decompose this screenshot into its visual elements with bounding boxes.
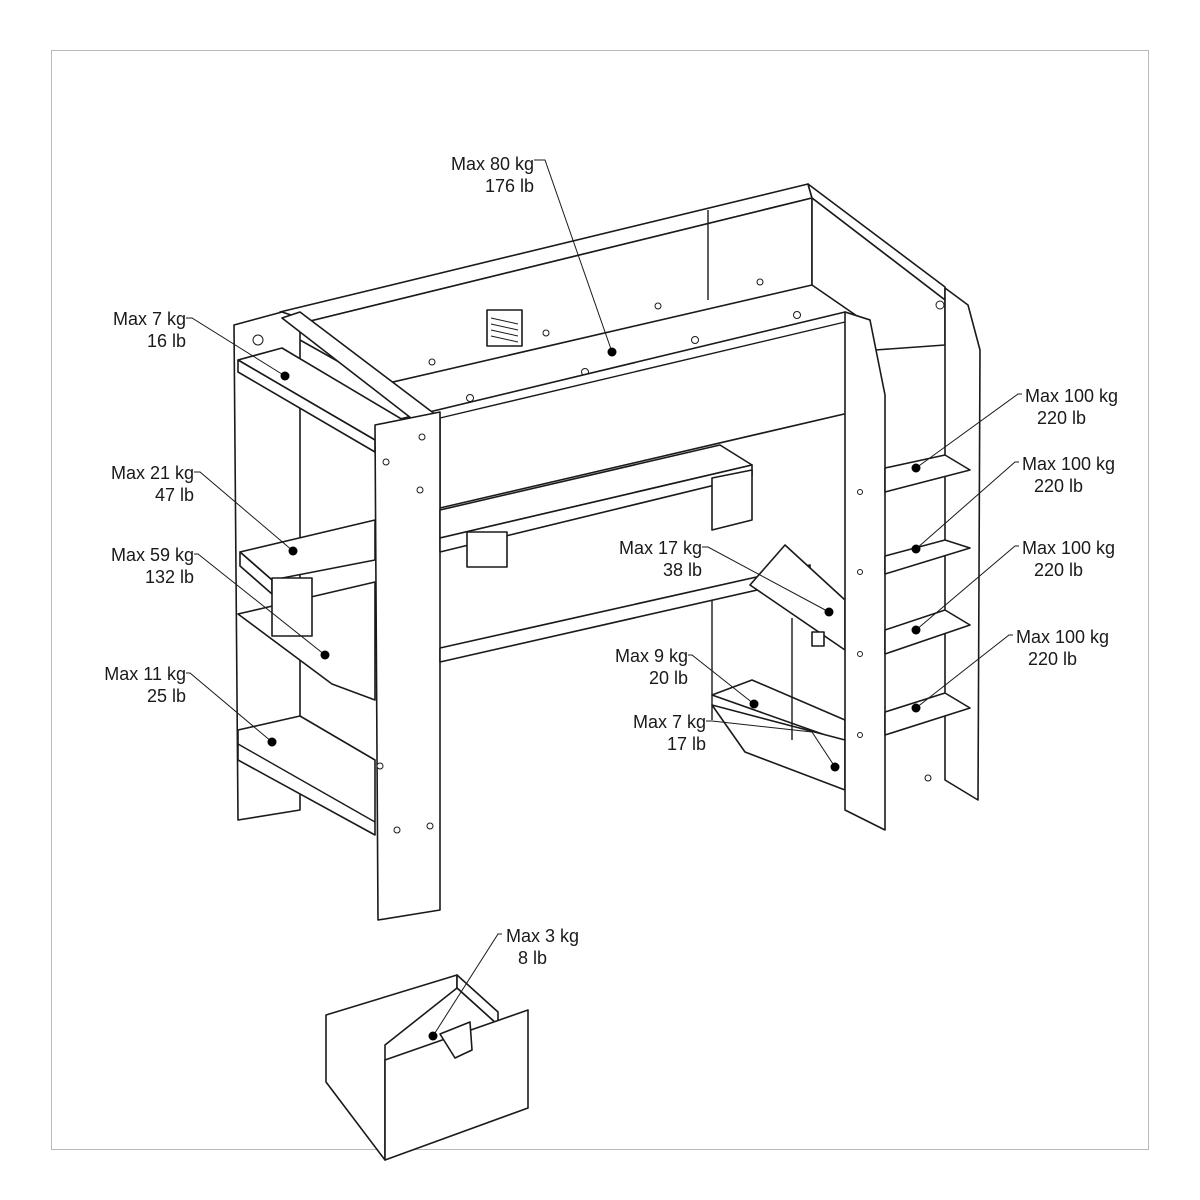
ladder-step-3-lb: 220 lb (1034, 560, 1083, 580)
right-low-shelf-marker-dot (749, 699, 759, 709)
top-bunk-marker-dot (607, 347, 617, 357)
top-left-shelf-marker-dot (280, 371, 290, 381)
label-right-desk: Max 17 kg 38 lb (619, 538, 702, 580)
vent-grille (486, 309, 523, 347)
left-bottom-shelf-leader-line (186, 672, 273, 743)
label-left-bottom-shelf: Max 11 kg 25 lb (104, 664, 186, 706)
right-handle (811, 631, 825, 647)
left-bottom-shelf-kg: Max 11 kg (104, 664, 186, 684)
loft-bed-illustration (233, 183, 981, 921)
drawer-front (384, 1009, 529, 1161)
right-post-holes (857, 489, 863, 738)
left-bottom-shelf-marker-dot (267, 737, 277, 747)
ladder-step-2-leader-line (915, 461, 1019, 550)
ladder-step-1-lb: 220 lb (1037, 408, 1086, 428)
left-mid-shelf-marker-dot (288, 546, 298, 556)
drawer-marker-dot (428, 1031, 438, 1041)
left-desk-leader-line (194, 553, 326, 656)
right-desk-leader-line (702, 546, 830, 613)
ladder-step-2-lb: 220 lb (1034, 476, 1083, 496)
label-left-mid-shelf: Max 21 kg 47 lb (111, 463, 194, 505)
ladder-step-3-marker-dot (911, 625, 921, 635)
left-desk-kg: Max 59 kg (111, 545, 194, 565)
label-ladder-step-3: Max 100 kg 220 lb (1022, 538, 1115, 580)
right-desk-marker-dot (824, 607, 834, 617)
drawer-lb: 8 lb (518, 948, 547, 968)
right-desk-lb: 38 lb (663, 560, 702, 580)
ladder-step-4-kg: Max 100 kg (1016, 627, 1109, 647)
left-mid-shelf-kg: Max 21 kg (111, 463, 194, 483)
top-bunk-kg: Max 80 kg (451, 154, 534, 174)
ladder-step-2-marker-dot (911, 544, 921, 554)
rail-top-edge (439, 321, 846, 419)
right-desk (749, 544, 846, 651)
right-front-post (844, 311, 886, 831)
right-low-shelf-lb: 20 lb (649, 668, 688, 688)
ladder-step-3-kg: Max 100 kg (1022, 538, 1115, 558)
left-front-post (374, 411, 441, 921)
left-bottom-shelf-lb: 25 lb (147, 686, 186, 706)
label-ladder-step-2: Max 100 kg 220 lb (1022, 454, 1115, 496)
vent-slats (490, 317, 519, 343)
label-ladder-step-4: Max 100 kg 220 lb (1016, 627, 1109, 669)
bottom-shelf-edge (237, 743, 376, 823)
right-bottom-shelf-marker-dot (830, 762, 840, 772)
right-low-shelf-kg: Max 9 kg (615, 646, 688, 666)
ladder-step-2-kg: Max 100 kg (1022, 454, 1115, 474)
ladder-steps (884, 454, 971, 736)
top-left-shelf-kg: Max 7 kg (113, 309, 186, 329)
top-left-shelf-lb: 16 lb (147, 331, 186, 351)
left-desk-marker-dot (320, 650, 330, 660)
ladder-step-4-lb: 220 lb (1028, 649, 1077, 669)
drawer-handle (439, 1021, 473, 1059)
ladder-step-1-kg: Max 100 kg (1025, 386, 1118, 406)
right-bottom-shelf-lb: 17 lb (667, 734, 706, 754)
left-desk-lb: 132 lb (145, 567, 194, 587)
base-fixings (428, 278, 801, 402)
desk-support-center (466, 531, 508, 568)
right-bottom-shelf-leader-line (706, 720, 836, 768)
ladder-step-4-leader-line (915, 634, 1013, 709)
right-low-shelf-leader-line (688, 654, 755, 705)
left-mid-shelf-leader-line (194, 471, 294, 552)
label-drawer: Max 3 kg 8 lb (506, 926, 579, 968)
drawer-illustration (325, 974, 529, 1161)
left-post-holes (376, 433, 434, 834)
label-top-bunk: Max 80 kg 176 lb (451, 154, 534, 196)
label-top-left-shelf: Max 7 kg 16 lb (113, 309, 186, 351)
label-right-bottom-shelf: Max 7 kg 17 lb (633, 712, 706, 754)
drawer-leader-line (432, 933, 502, 1037)
desk-support-right (711, 469, 753, 531)
ladder-step-1-leader-line (915, 393, 1022, 469)
annotation-leaders (186, 159, 1022, 1041)
label-right-low-shelf: Max 9 kg 20 lb (615, 646, 688, 688)
right-desk-kg: Max 17 kg (619, 538, 702, 558)
ladder-step-4-marker-dot (911, 703, 921, 713)
right-bottom-shelf-kg: Max 7 kg (633, 712, 706, 732)
label-ladder-step-1: Max 100 kg 220 lb (1025, 386, 1118, 428)
ladder-step-3-leader-line (915, 545, 1019, 631)
label-left-desk: Max 59 kg 132 lb (111, 545, 194, 587)
left-desk-support (271, 577, 313, 637)
top-left-shelf-leader-line (186, 317, 286, 377)
top-bunk-leader-line (534, 159, 613, 353)
drawer-kg: Max 3 kg (506, 926, 579, 946)
top-bunk-lb: 176 lb (485, 176, 534, 196)
ladder-step-1-marker-dot (911, 463, 921, 473)
left-mid-shelf-lb: 47 lb (155, 485, 194, 505)
